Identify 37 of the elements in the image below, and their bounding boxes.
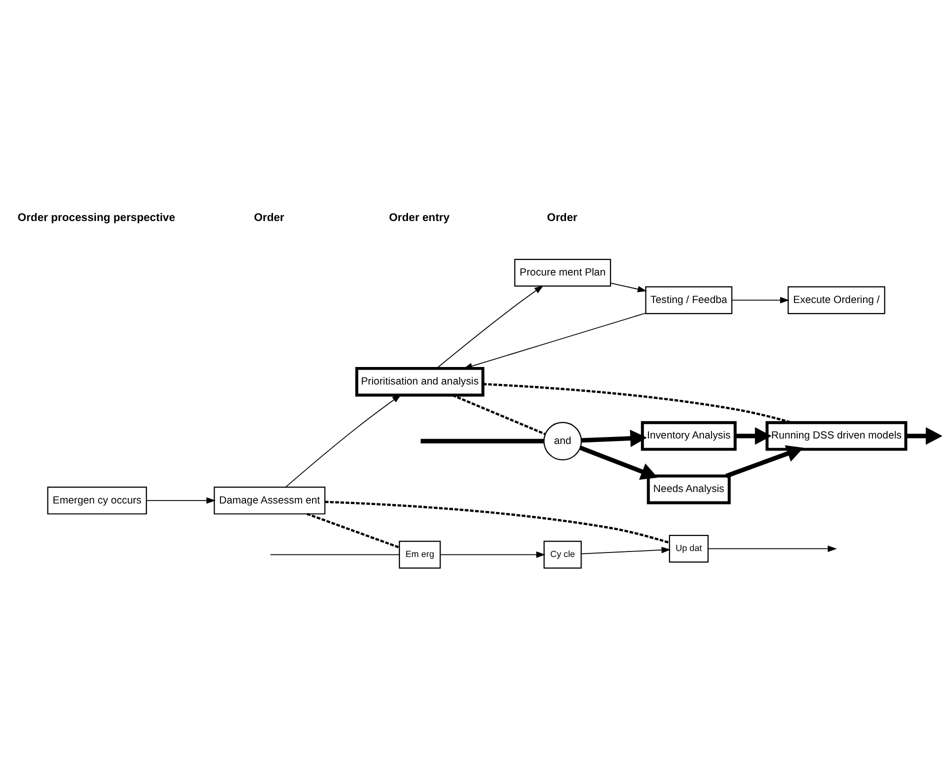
node-box: Prioritisation and analysis xyxy=(355,366,484,397)
arrow xyxy=(725,445,804,478)
node-box: Inventory Analysis xyxy=(640,421,737,451)
arrow xyxy=(463,312,646,370)
node-box: Procure ment Plan xyxy=(514,258,612,287)
arrow xyxy=(708,546,837,552)
node-box: Emergen cy occurs xyxy=(47,486,147,514)
arrow xyxy=(146,497,216,504)
label: Order processing perspective xyxy=(18,212,176,224)
node-box: Execute Ordering / xyxy=(788,286,886,314)
arrow xyxy=(581,430,647,448)
connector xyxy=(483,382,792,424)
arrow xyxy=(735,427,772,445)
label: Order entry xyxy=(389,212,450,224)
node-box: Testing / Feedba xyxy=(645,286,732,314)
arrow xyxy=(906,427,942,445)
node-box: Cy cle xyxy=(544,540,582,569)
arrow xyxy=(440,551,546,558)
arrow xyxy=(610,282,647,292)
node-box: Needs Analysis xyxy=(646,474,731,504)
arrow xyxy=(580,546,671,554)
arrow xyxy=(285,394,402,488)
connector xyxy=(270,554,400,556)
arrow xyxy=(580,446,658,480)
label: Order xyxy=(254,212,284,224)
node-circle: and xyxy=(543,422,582,460)
node-box: Damage Assessm ent xyxy=(214,486,326,514)
node-box: Up dat xyxy=(668,534,709,563)
connector xyxy=(452,394,546,436)
arrow xyxy=(732,296,790,304)
label: Order xyxy=(547,212,578,224)
connector xyxy=(420,438,544,444)
node-box: Em erg xyxy=(398,540,441,569)
connector xyxy=(324,500,670,544)
node-box: Running DSS driven models xyxy=(766,421,908,451)
connector xyxy=(306,512,400,549)
arrow xyxy=(436,285,544,369)
